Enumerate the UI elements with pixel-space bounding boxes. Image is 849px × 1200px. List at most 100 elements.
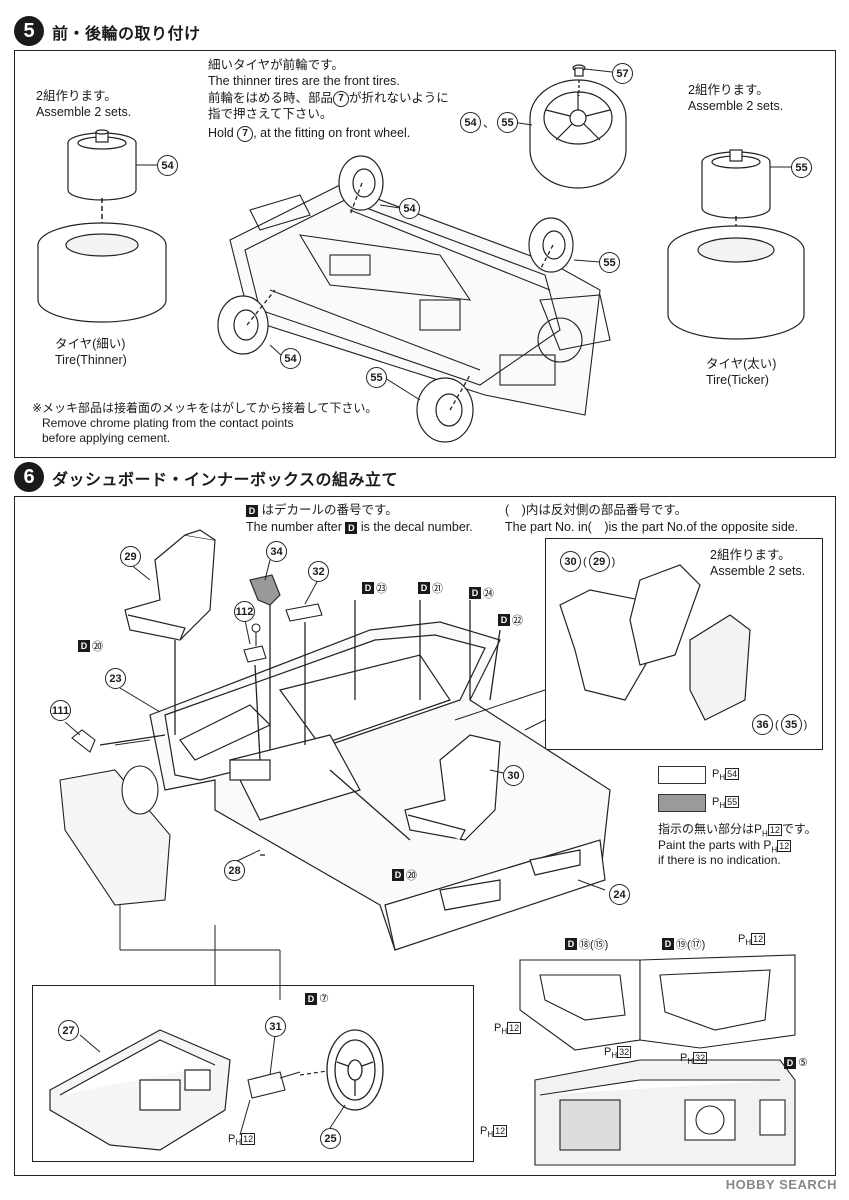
hold-part-circle-en: 7 xyxy=(237,125,254,142)
dashboard-27-drawing xyxy=(49,1029,231,1151)
decal-note-en: The number after D is the decal number. xyxy=(246,519,473,535)
decal-24-text: ㉔ xyxy=(483,588,494,600)
part-112: 112 xyxy=(234,601,255,622)
step-6-number: 6 xyxy=(14,462,44,492)
interior-tub-drawing xyxy=(149,621,611,951)
chrome-note-en-2: before applying cement. xyxy=(42,431,171,445)
paint-ph12c-num: 12 xyxy=(241,1133,256,1145)
part-32: 32 xyxy=(308,561,329,582)
decal-d-marker: D xyxy=(246,505,258,517)
no-indication-en1-text: Paint the parts with xyxy=(658,838,761,852)
decal-20a-text: ⑳ xyxy=(92,641,103,653)
part-34: 34 xyxy=(266,541,287,562)
part-54-left-wheel: 54 xyxy=(157,155,178,176)
dashboard-detail-drawing xyxy=(534,1059,796,1166)
part-55-chrome: 55 xyxy=(497,112,519,133)
paint-ph12a-num: 12 xyxy=(751,933,766,945)
console-drawing xyxy=(59,729,171,906)
left-tire-thin-drawing xyxy=(37,222,167,323)
no-indication-jp-text: 指示の無い部分は xyxy=(658,822,755,836)
part-30-seat: 30 xyxy=(503,765,524,786)
front-seat-29-drawing xyxy=(124,529,216,641)
decal-20b-text: ⑳ xyxy=(406,870,417,882)
rear-seat-inset-drawing xyxy=(559,564,751,721)
door-cards-drawing xyxy=(519,954,796,1051)
tire-thick-label-en: Tire(Ticker) xyxy=(706,373,769,387)
part-29-seat: 29 xyxy=(120,546,141,567)
part-36-35-label: 36 (35) xyxy=(752,714,807,735)
part-30-inset: 30 xyxy=(560,551,581,572)
no-indication-jp-tail: です。 xyxy=(781,822,817,836)
part-112-drawing xyxy=(243,645,267,663)
step-5-left-assemble-en: Assemble 2 sets. xyxy=(36,105,132,119)
front-note-jp-3: 指で押さえて下さい。 xyxy=(208,107,333,121)
part-24: 24 xyxy=(609,884,630,905)
front-note-jp-2b: が折れないように xyxy=(349,91,449,105)
right-wheel-rim-drawing xyxy=(701,149,771,219)
right-tire-thick-drawing xyxy=(667,225,805,340)
part-57-cap: 57 xyxy=(612,63,633,84)
seat-assemble-jp: 2組作ります。 xyxy=(710,548,791,562)
chassis-wheels-drawing xyxy=(217,155,574,443)
front-note-jp-1: 細いタイヤが前輪です。 xyxy=(208,58,344,72)
step-5-title: 前・後輪の取り付け xyxy=(52,26,201,43)
part-29-inset: 29 xyxy=(588,551,610,572)
front-note-en-2: Hold 7, at the fitting on front wheel. xyxy=(208,125,410,142)
part-25: 25 xyxy=(320,1128,341,1149)
dashboard-inset-panel xyxy=(32,985,474,1162)
front-note-jp-2a: 前輪をはめる時、部品 xyxy=(208,91,334,105)
part-31: 31 xyxy=(265,1016,286,1037)
part-54-55-wheel-label: 54、55 xyxy=(460,112,519,133)
step-6-title: ダッシュボード・インナーボックスの組み立て xyxy=(52,472,399,489)
opposite-note-en: The part No. in( )is the part No.of the … xyxy=(505,520,799,534)
legend-white-num: 54 xyxy=(725,768,740,780)
front-seat-30-drawing xyxy=(404,734,501,841)
part-35: 35 xyxy=(780,714,802,735)
paint-ph32b-num: 32 xyxy=(693,1052,708,1064)
chrome-note-en-1: Remove chrome plating from the contact p… xyxy=(42,416,294,430)
tire-thin-label-en: Tire(Thinner) xyxy=(55,353,127,367)
part-28: 28 xyxy=(224,860,245,881)
step-5-left-assemble-jp: 2組作ります。 xyxy=(36,89,117,103)
part-55-rear-lower: 55 xyxy=(366,367,387,388)
legend-gray-swatch xyxy=(658,794,706,812)
part-55-right-wheel: 55 xyxy=(791,157,812,178)
paint-ph12b-num: 12 xyxy=(507,1022,522,1034)
opposite-note-jp: ( )内は反対側の部品番号です。 xyxy=(505,503,688,517)
part-111: 111 xyxy=(50,700,71,721)
decal-19-17-text: ⑲(⑰) xyxy=(676,939,706,951)
step-5-right-assemble-en: Assemble 2 sets. xyxy=(688,99,784,113)
watermark: HOBBY SEARCH xyxy=(725,1177,837,1192)
no-indication-jp-code: 12 xyxy=(767,824,782,836)
chrome-wheel-drawing xyxy=(529,64,627,189)
column-31-drawing xyxy=(247,1071,301,1099)
step-5-right-assemble-jp: 2組作ります。 xyxy=(688,83,769,97)
hold-part-circle-jp: 7 xyxy=(333,90,350,107)
step-5-number: 5 xyxy=(14,16,44,46)
left-wheel-rim-drawing xyxy=(67,129,137,201)
front-note-en-2a: Hold xyxy=(208,126,234,140)
part-54-front-upper: 54 xyxy=(399,198,420,219)
chrome-note-jp: ※メッキ部品は接着面のメッキをはがしてから接着して下さい。 xyxy=(32,401,378,415)
legend-white-swatch xyxy=(658,766,706,784)
part-23: 23 xyxy=(105,668,126,689)
seat-assemble-en: Assemble 2 sets. xyxy=(710,564,806,578)
decal-7-text: ⑦ xyxy=(319,993,329,1005)
